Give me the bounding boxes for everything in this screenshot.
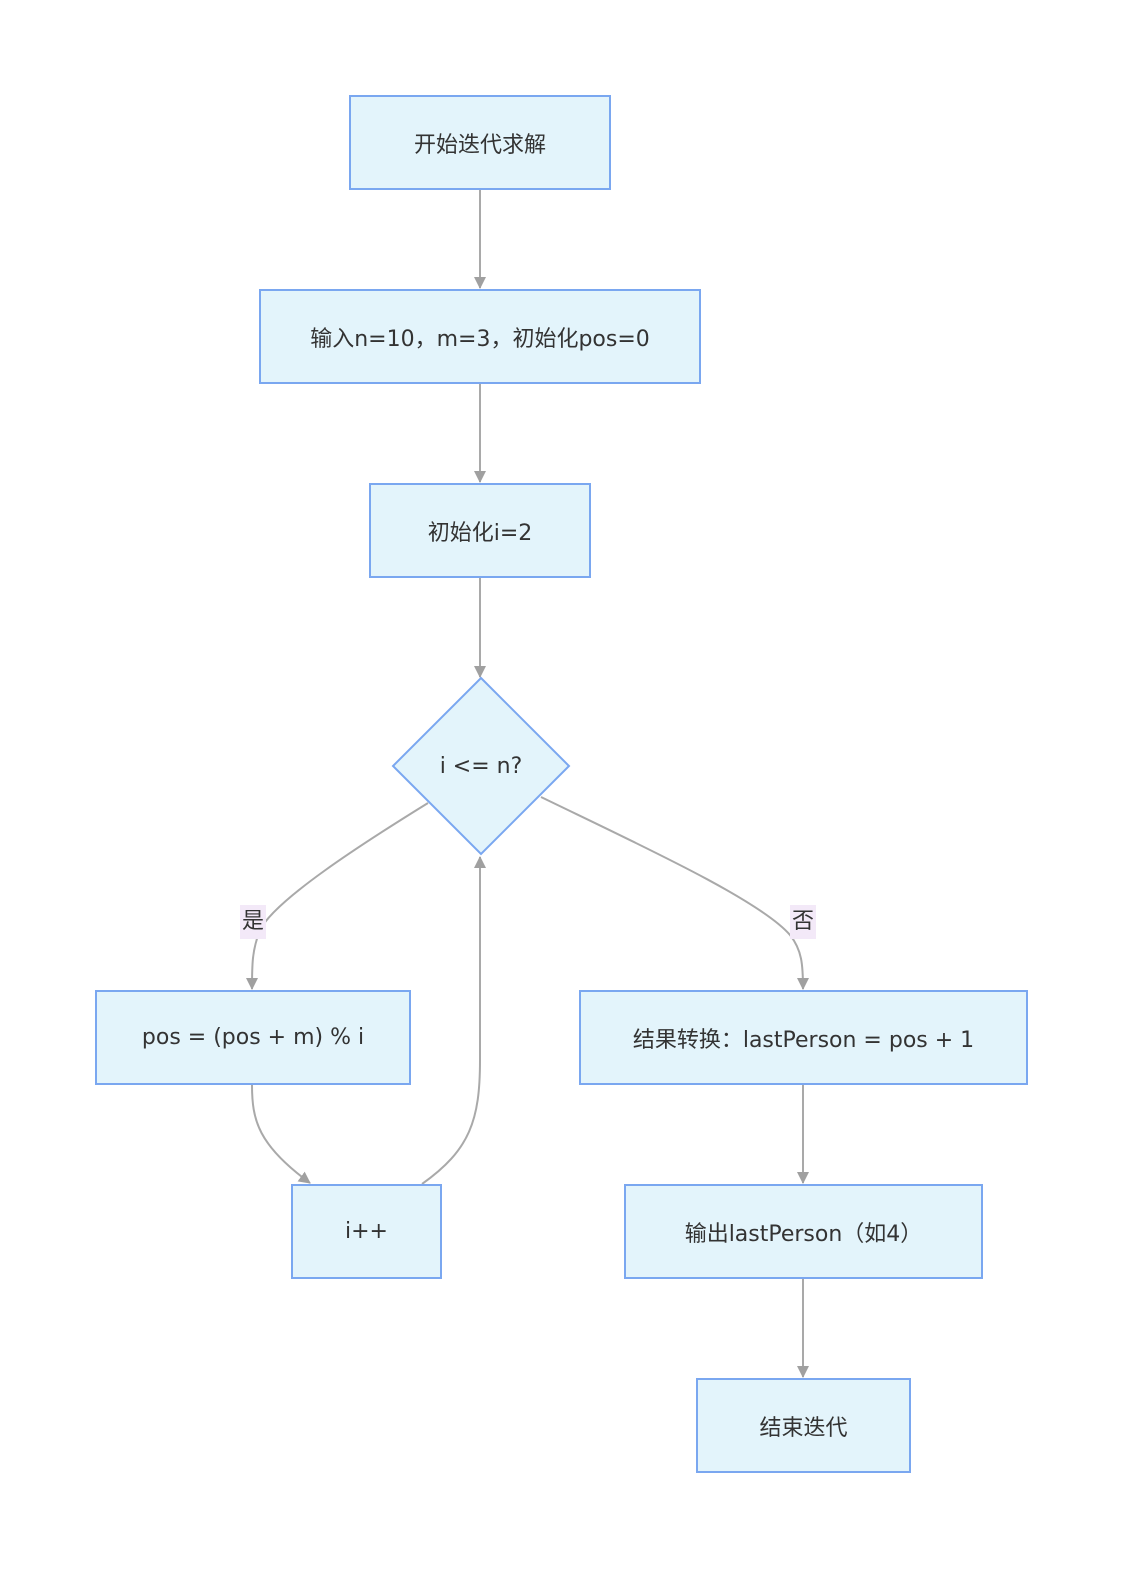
decision-diamond-shape (391, 676, 571, 856)
decision-label-text: i <= n? (439, 753, 523, 779)
node-convert: 结果转换：lastPerson = pos + 1 (579, 990, 1028, 1085)
edge-label-no: 否 (790, 905, 817, 939)
node-increment-label: i++ (345, 1219, 388, 1244)
edge-condition-no (540, 796, 809, 990)
decision-label: i <= n? (405, 746, 557, 786)
edge-update-to-increment (251, 1084, 311, 1184)
edge-label-yes: 是 (240, 905, 267, 939)
node-increment: i++ (291, 1184, 442, 1279)
node-start-label: 开始迭代求解 (413, 132, 546, 158)
node-update-pos-label: pos = (pos + m) % i (141, 1025, 365, 1050)
node-output-label: 输出lastPerson（如4） (684, 1221, 923, 1247)
node-output: 输出lastPerson（如4） (624, 1184, 983, 1279)
node-end-label: 结束迭代 (759, 1415, 848, 1441)
node-input: 输入n=10，m=3，初始化pos=0 (259, 289, 701, 384)
node-convert-label: 结果转换：lastPerson = pos + 1 (632, 1027, 975, 1053)
node-start: 开始迭代求解 (349, 95, 611, 190)
node-init-i-label: 初始化i=2 (427, 520, 533, 546)
node-input-label: 输入n=10，m=3，初始化pos=0 (310, 326, 650, 352)
edge-increment-to-condition (421, 856, 486, 1185)
node-end: 结束迭代 (696, 1378, 911, 1473)
node-update-pos: pos = (pos + m) % i (95, 990, 411, 1085)
edge-condition-yes (246, 802, 429, 990)
node-init-i: 初始化i=2 (369, 483, 591, 578)
